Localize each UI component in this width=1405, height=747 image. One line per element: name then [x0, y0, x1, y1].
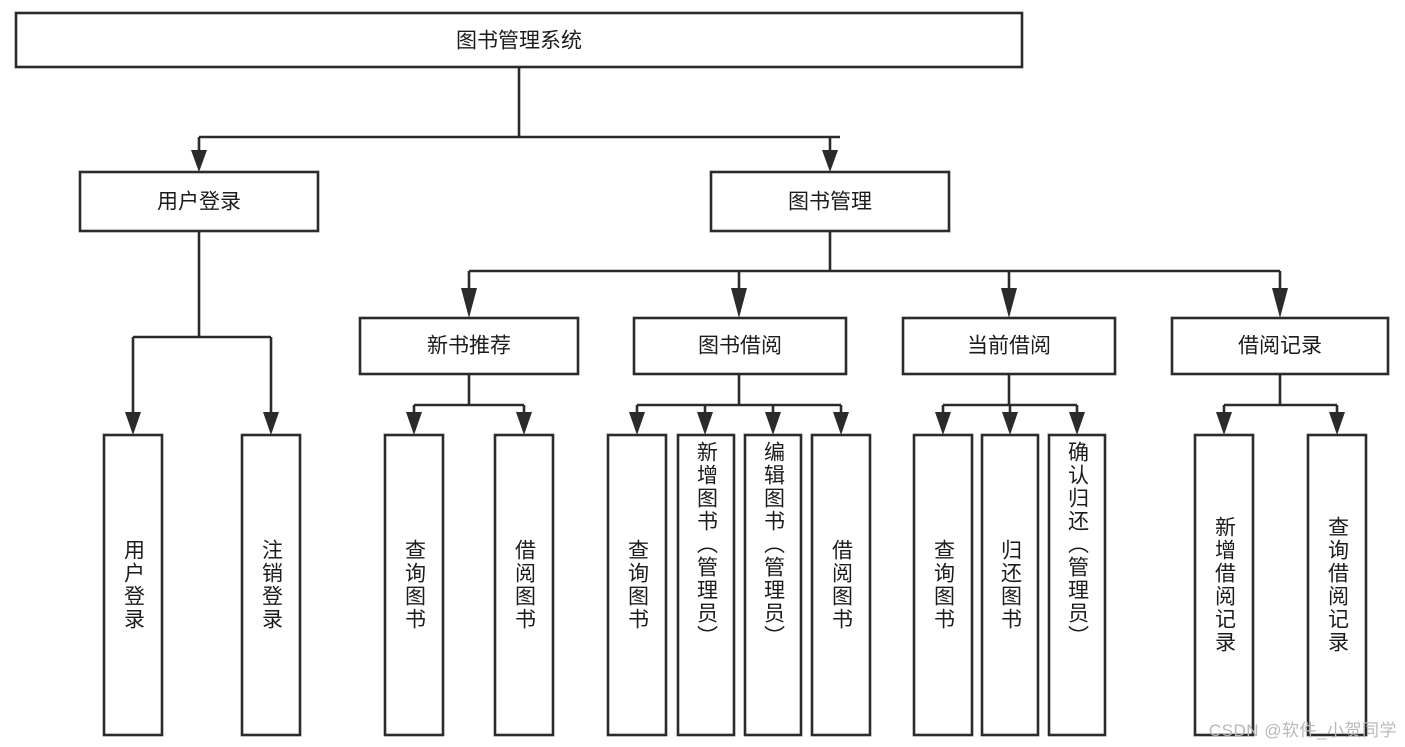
- arrowhead-leaf-user-login-1: [125, 412, 141, 435]
- leaf-box-borrow-4[interactable]: [810, 433, 872, 737]
- leaf-box-current-2[interactable]: [980, 433, 1040, 737]
- leaf-box-user-login-1[interactable]: [102, 433, 164, 737]
- leaf-box-borrow-3[interactable]: [743, 433, 803, 737]
- node-book-borrow-box[interactable]: [632, 316, 848, 376]
- arrowhead-leaf-user-login-2: [263, 412, 279, 435]
- node-user-login[interactable]: 用户登录: [78, 170, 320, 233]
- arrowhead-current-leaf-2: [1002, 412, 1018, 435]
- arrowhead-user-login: [191, 150, 207, 172]
- node-new-book-recommend-box[interactable]: [358, 316, 580, 376]
- leaf-box-current-1[interactable]: [912, 433, 974, 737]
- node-root[interactable]: 图书管理系统: [14, 11, 1024, 69]
- node-book-manage-box[interactable]: [709, 170, 951, 233]
- watermark-text: CSDN @软件_小贺同学: [1208, 721, 1397, 740]
- arrowhead-current-leaf-1: [935, 412, 951, 435]
- node-book-borrow[interactable]: 图书借阅: [632, 316, 848, 376]
- arrowhead-level2-1: [461, 288, 477, 318]
- arrowhead-level2-2: [731, 288, 747, 318]
- node-borrow-record-label: 借阅记录: [1238, 335, 1322, 358]
- arrowhead-borrow-leaf-3: [765, 412, 781, 435]
- node-root-label: 图书管理系统: [456, 30, 582, 53]
- node-book-borrow-label: 图书借阅: [698, 335, 782, 358]
- node-borrow-record-box[interactable]: [1170, 316, 1390, 376]
- arrowhead-level2-4: [1272, 288, 1288, 318]
- node-borrow-record[interactable]: 借阅记录: [1170, 316, 1390, 376]
- node-new-book-recommend[interactable]: 新书推荐: [358, 316, 580, 376]
- node-new-book-recommend-label: 新书推荐: [427, 335, 511, 358]
- leaf-box-borrow-1[interactable]: [606, 433, 668, 737]
- node-user-login-box[interactable]: [78, 170, 320, 233]
- leaf-box-user-login-2[interactable]: [240, 433, 302, 737]
- node-book-manage-label: 图书管理: [788, 191, 872, 214]
- arrowhead-record-leaf-2: [1329, 412, 1345, 435]
- arrowhead-book-manage: [822, 150, 838, 172]
- node-book-manage[interactable]: 图书管理: [709, 170, 951, 233]
- leaf-box-record-2[interactable]: [1306, 433, 1368, 737]
- arrowhead-borrow-leaf-2: [697, 412, 713, 435]
- node-root-box[interactable]: [14, 11, 1024, 69]
- arrowhead-current-leaf-3: [1069, 412, 1085, 435]
- arrowhead-borrow-leaf-4: [833, 412, 849, 435]
- leaf-box-newbook-2[interactable]: [493, 433, 555, 737]
- node-current-borrow-box[interactable]: [901, 316, 1117, 376]
- connector-group: [125, 67, 1345, 435]
- leaf-box-record-1[interactable]: [1193, 433, 1255, 737]
- arrowhead-newbook-leaf-1: [406, 412, 422, 435]
- arrowhead-borrow-leaf-1: [629, 412, 645, 435]
- node-user-login-label: 用户登录: [157, 191, 241, 214]
- arrowhead-newbook-leaf-2: [516, 412, 532, 435]
- node-current-borrow[interactable]: 当前借阅: [901, 316, 1117, 376]
- arrowhead-record-leaf-1: [1216, 412, 1232, 435]
- leaf-box-newbook-1[interactable]: [383, 433, 445, 737]
- node-current-borrow-label: 当前借阅: [967, 335, 1051, 358]
- arrowhead-level2-3: [1001, 288, 1017, 318]
- leaf-box-current-3[interactable]: [1047, 433, 1107, 737]
- leaf-box-borrow-2[interactable]: [676, 433, 736, 737]
